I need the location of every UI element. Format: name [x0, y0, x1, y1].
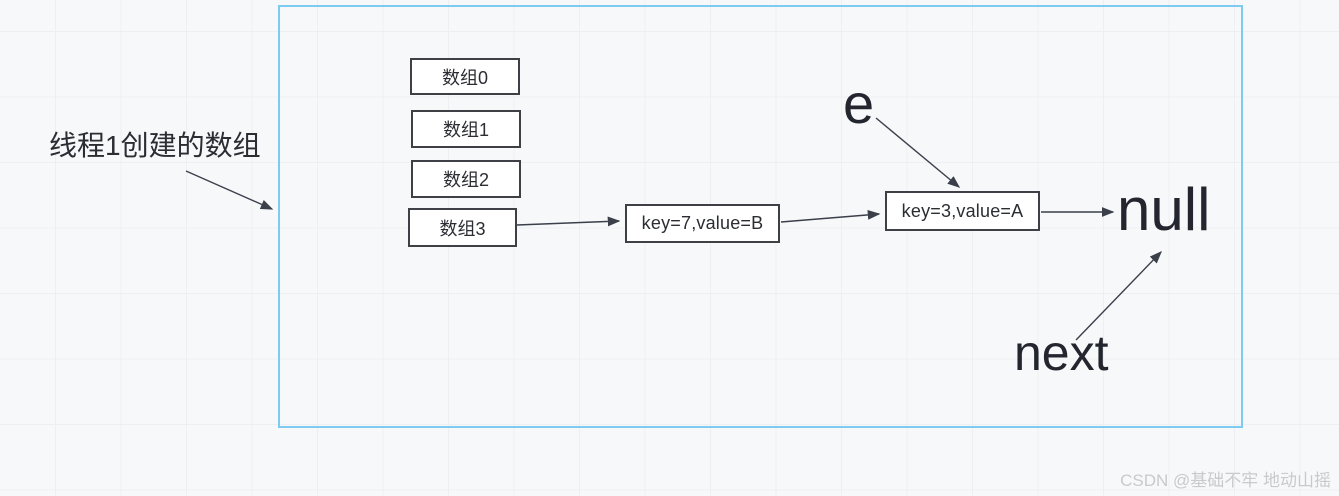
- list-node-key3-label: key=3,value=A: [901, 200, 1024, 221]
- array-cell-1: 数组1: [411, 110, 521, 148]
- pointer-next-label: next: [1014, 325, 1109, 381]
- array-cell-0: 数组0: [410, 58, 520, 95]
- list-node-key7: key=7,value=B: [625, 204, 780, 243]
- pointer-e-label: e: [843, 72, 875, 135]
- watermark: CSDN @基础不牢 地动山摇: [1120, 471, 1331, 490]
- canvas-frame: [278, 5, 1243, 428]
- thread-array-label: 线程1创建的数组: [49, 130, 261, 161]
- array-cell-2: 数组2: [411, 160, 521, 198]
- null-label: null: [1117, 176, 1211, 243]
- list-node-key7-label: key=7,value=B: [641, 213, 764, 233]
- array-cell-3-label: 数组3: [439, 218, 486, 239]
- array-cell-1-label: 数组1: [442, 120, 489, 140]
- array-cell-2-label: 数组2: [442, 170, 489, 190]
- array-cell-0-label: 数组0: [441, 67, 488, 88]
- array-cell-3: 数组3: [408, 208, 517, 247]
- list-node-key3: key=3,value=A: [885, 191, 1040, 231]
- arrow-label-to-frame: [185, 170, 274, 210]
